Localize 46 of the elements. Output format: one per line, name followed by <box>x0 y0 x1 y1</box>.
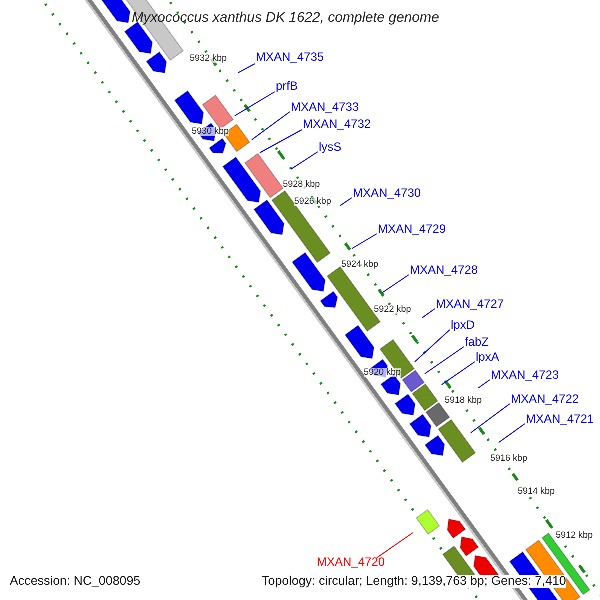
position-label: 5914 kbp <box>518 487 556 496</box>
leader-line <box>376 532 414 558</box>
map-title: Myxococcus xanthus DK 1622, complete genome <box>132 10 440 24</box>
leader-line <box>498 424 526 444</box>
position-label: 5912 kbp <box>556 531 594 540</box>
leader-line <box>470 404 510 434</box>
gene-label: prfB <box>276 80 298 92</box>
leader-line <box>238 64 256 74</box>
leader-line <box>252 112 290 140</box>
leader-line <box>381 274 410 294</box>
position-label: 5916 kbp <box>490 454 528 463</box>
position-label: 5918 kbp <box>445 396 482 405</box>
leader-line <box>352 234 378 250</box>
position-label: 5926 kbp <box>294 197 332 206</box>
gene-label: MXAN_4721 <box>526 413 594 425</box>
leader-line <box>234 92 276 116</box>
gene-label: lysS <box>319 141 342 153</box>
gene-label: MXAN_4720 <box>317 556 386 568</box>
gene-label: MXAN_4728 <box>410 264 478 276</box>
gene-label: MXAN_4727 <box>436 298 504 310</box>
gene-label: MXAN_4729 <box>378 223 446 235</box>
gene-label: MXAN_4732 <box>303 118 372 130</box>
position-label: 5932 kbp <box>190 54 228 63</box>
map-info-text: Accession: NC_008095 <box>10 575 141 588</box>
leader-line <box>260 130 302 154</box>
gene-label: fabZ <box>465 336 490 348</box>
gene-label: MXAN_4722 <box>511 393 580 405</box>
leader-line <box>340 198 352 206</box>
map-info-text: Topology: circular; Length: 9,139,763 bp; Genes: 7,410 <box>262 575 566 588</box>
gene-label: MXAN_4723 <box>491 369 560 381</box>
leader-line <box>424 346 464 374</box>
position-label: 5920 kbp <box>364 368 402 377</box>
position-label: 5928 kbp <box>283 180 320 190</box>
leader-line <box>290 152 318 170</box>
leader-line <box>478 380 490 389</box>
gene-label: lpxA <box>476 351 500 363</box>
leader-line <box>422 308 436 318</box>
gene-label: lpxD <box>451 319 476 331</box>
leader-line <box>441 362 476 386</box>
gene-label: MXAN_4735 <box>256 51 324 63</box>
position-label: 5930 kbp <box>192 127 230 136</box>
leader-line <box>414 330 450 362</box>
gene-label: MXAN_4730 <box>353 187 422 199</box>
position-label: 5924 kbp <box>342 260 379 269</box>
position-label: 5922 kbp <box>374 304 412 314</box>
gene-label: MXAN_4733 <box>291 101 360 113</box>
